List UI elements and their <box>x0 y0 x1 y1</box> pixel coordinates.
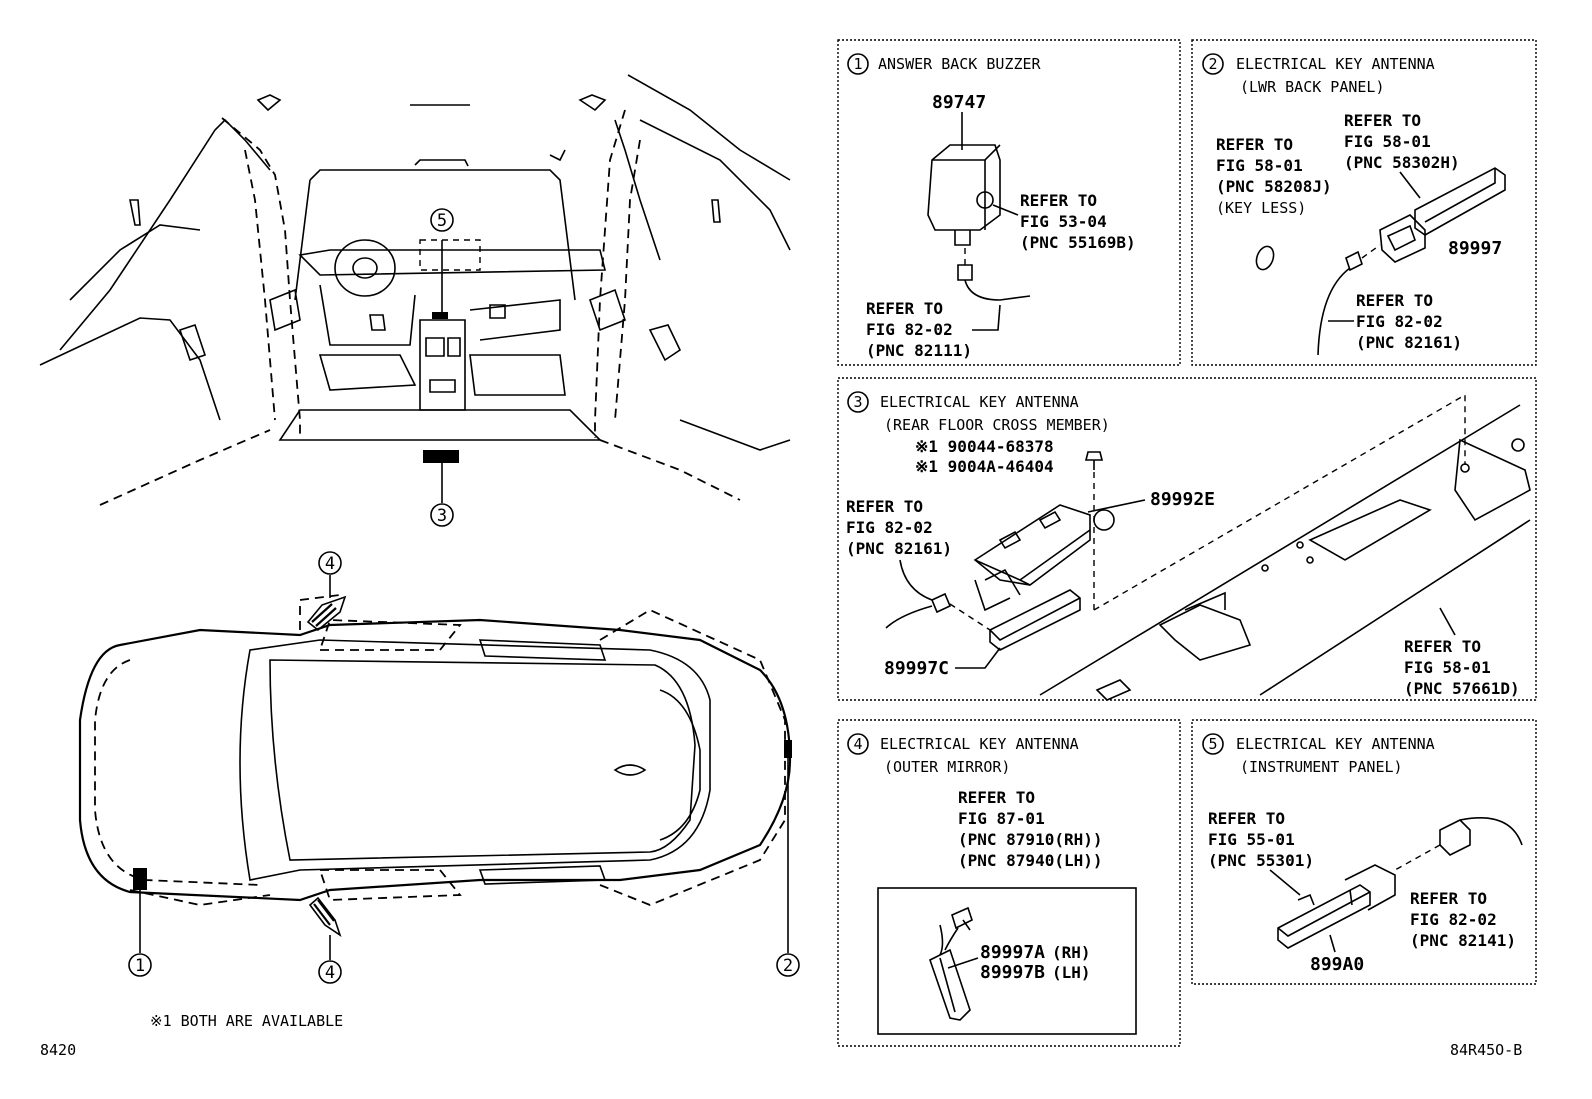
callout-4-top: 4 <box>325 554 335 574</box>
p3-ref-a-1: FIG 82-02 <box>846 518 933 537</box>
p5-ref-a-1: FIG 55-01 <box>1208 830 1295 849</box>
panel-2-subtitle: (LWR BACK PANEL) <box>1240 78 1385 96</box>
callout-1: 1 <box>135 956 145 976</box>
panel-2-number: 2 <box>1208 55 1217 73</box>
p2-ref-a-2: (PNC 58208J) <box>1216 177 1332 196</box>
p4-ref-a-3: (PNC 87940(LH)) <box>958 851 1103 870</box>
panel-lwr-back-panel-antenna: 2 ELECTRICAL KEY ANTENNA (LWR BACK PANEL… <box>1191 39 1537 366</box>
p5-ref-a-0: REFER TO <box>1208 809 1285 828</box>
panel-4-number: 4 <box>853 735 862 753</box>
p3-bolt-a: ※1 90044-68378 <box>915 437 1054 456</box>
panel-3-title: ELECTRICAL KEY ANTENNA <box>880 393 1079 411</box>
callout-4-bottom: 4 <box>325 963 335 983</box>
panel-outer-mirror-antenna: 4 ELECTRICAL KEY ANTENNA (OUTER MIRROR) … <box>837 719 1181 1047</box>
p5-ref-b-2: (PNC 82141) <box>1410 931 1516 950</box>
panel-3-subtitle: (REAR FLOOR CROSS MEMBER) <box>884 416 1110 434</box>
p3-ref-b-1: FIG 58-01 <box>1404 658 1491 677</box>
part-89997B-side: (LH) <box>1052 963 1091 982</box>
part-89747: 89747 <box>932 92 986 113</box>
part-899A0: 899A0 <box>1310 954 1364 975</box>
part-89997: 89997 <box>1448 238 1502 259</box>
panel-4-subtitle: (OUTER MIRROR) <box>884 758 1010 776</box>
p1-ref-b-2: (PNC 82111) <box>866 341 972 360</box>
panel-2-title: ELECTRICAL KEY ANTENNA <box>1236 55 1435 73</box>
p3-ref-a-0: REFER TO <box>846 497 923 516</box>
figure-code: 8420 <box>40 1041 76 1059</box>
p5-ref-a-2: (PNC 55301) <box>1208 851 1314 870</box>
p5-ref-b-0: REFER TO <box>1410 889 1487 908</box>
p2-ref-a-0: REFER TO <box>1216 135 1293 154</box>
p3-bolt-b: ※1 9004A-46404 <box>915 457 1054 476</box>
callout-2: 2 <box>783 956 793 976</box>
panel-4-title: ELECTRICAL KEY ANTENNA <box>880 735 1079 753</box>
p3-ref-b-0: REFER TO <box>1404 637 1481 656</box>
panel-1-number: 1 <box>853 55 862 73</box>
p2-ref-a-3: (KEY LESS) <box>1216 199 1306 217</box>
p1-ref-a-2: (PNC 55169B) <box>1020 233 1136 252</box>
p5-ref-b-1: FIG 82-02 <box>1410 910 1497 929</box>
part-89997B: 89997B <box>980 962 1045 983</box>
p1-ref-b-0: REFER TO <box>866 299 943 318</box>
p4-ref-a-2: (PNC 87910(RH)) <box>958 830 1103 849</box>
part-89992E: 89992E <box>1150 489 1215 510</box>
panel-5-number: 5 <box>1208 735 1217 753</box>
interior-view: 5 3 <box>39 74 791 527</box>
panel-instrument-panel-antenna: 5 ELECTRICAL KEY ANTENNA (INSTRUMENT PAN… <box>1191 719 1537 985</box>
part-89997A-side: (RH) <box>1052 943 1091 962</box>
panel-5-title: ELECTRICAL KEY ANTENNA <box>1236 735 1435 753</box>
part-89997C: 89997C <box>884 658 949 679</box>
p1-ref-a-0: REFER TO <box>1020 191 1097 210</box>
p3-ref-b-2: (PNC 57661D) <box>1404 679 1520 698</box>
p2-ref-b-2: (PNC 58302H) <box>1344 153 1460 172</box>
panel-answer-back-buzzer: 1 ANSWER BACK BUZZER 89747 REFER TO FIG … <box>837 39 1181 366</box>
footnote-both-available: ※1 BOTH ARE AVAILABLE <box>150 1012 343 1030</box>
callout-3: 3 <box>437 506 447 526</box>
p2-ref-b-0: REFER TO <box>1344 111 1421 130</box>
panel-rear-floor-cross-member-antenna: 3 ELECTRICAL KEY ANTENNA (REAR FLOOR CRO… <box>837 377 1537 701</box>
p2-ref-a-1: FIG 58-01 <box>1216 156 1303 175</box>
callout-5: 5 <box>437 211 447 231</box>
part-89997A: 89997A <box>980 942 1045 963</box>
p2-ref-c-2: (PNC 82161) <box>1356 333 1462 352</box>
panel-3-number: 3 <box>853 393 862 411</box>
p3-ref-a-2: (PNC 82161) <box>846 539 952 558</box>
illustration-code: 84R45O-B <box>1450 1041 1522 1059</box>
p2-ref-c-1: FIG 82-02 <box>1356 312 1443 331</box>
p2-ref-b-1: FIG 58-01 <box>1344 132 1431 151</box>
panel-5-subtitle: (INSTRUMENT PANEL) <box>1240 758 1403 776</box>
p1-ref-b-1: FIG 82-02 <box>866 320 953 339</box>
p1-ref-a-1: FIG 53-04 <box>1020 212 1107 231</box>
p4-ref-a-1: FIG 87-01 <box>958 809 1045 828</box>
vehicle-top-view: 1 2 4 4 ※1 BOTH ARE AVAILABLE 8420 <box>40 551 800 1059</box>
p4-ref-a-0: REFER TO <box>958 788 1035 807</box>
p2-ref-c-0: REFER TO <box>1356 291 1433 310</box>
panel-1-title: ANSWER BACK BUZZER <box>878 55 1042 73</box>
